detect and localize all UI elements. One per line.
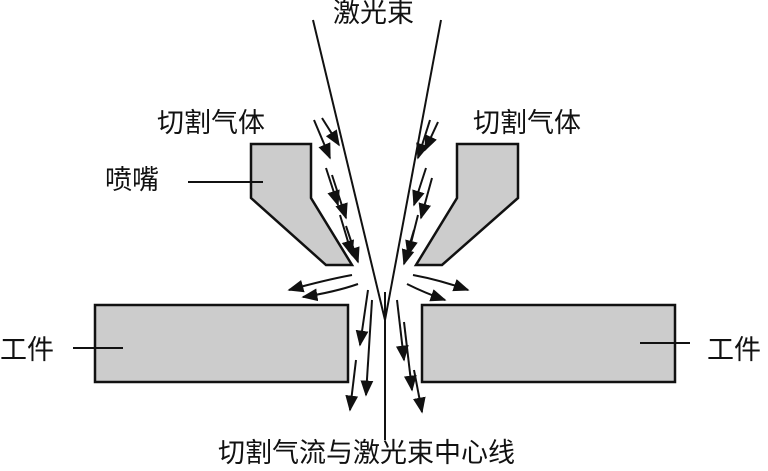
nozzle-left	[249, 142, 355, 267]
laser-beam-right-edge	[384, 19, 442, 321]
workpiece-left	[93, 303, 350, 384]
gas-flow-arrows-kerf	[345, 289, 426, 414]
nozzle-label: 喷嘴	[105, 165, 159, 196]
gas-flow-arrows-deflected	[287, 274, 470, 302]
workpiece-right	[420, 303, 677, 384]
gas-flow-arrows-left	[313, 117, 360, 264]
gas-flow-arrows-right	[401, 119, 439, 266]
workpiece-label-right: 工件	[707, 335, 761, 366]
laser-beam-label: 激光束	[333, 0, 414, 29]
cutting-gas-label-left: 切割气体	[157, 108, 265, 139]
centerline-label: 切割气流与激光束中心线	[218, 438, 515, 469]
nozzle-right	[413, 142, 520, 267]
laser-beam-left-edge	[312, 19, 386, 321]
cutting-gas-label-right: 切割气体	[473, 108, 581, 139]
workpiece-label-left: 工件	[0, 335, 54, 366]
